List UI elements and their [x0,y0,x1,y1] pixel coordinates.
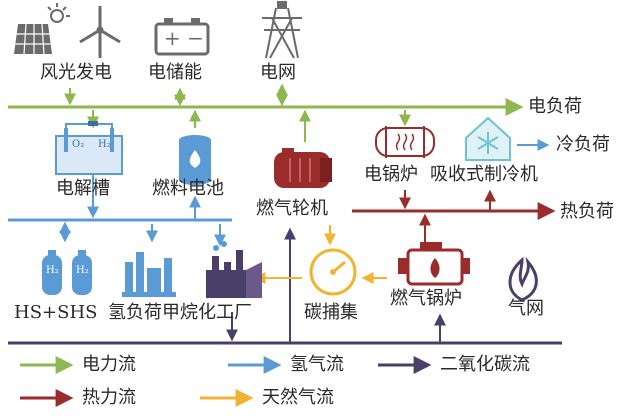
fuel-cell-label: 燃料电池 [152,178,224,199]
gas-turbine-label: 燃气轮机 [256,198,328,219]
electric-boiler-label: 电锅炉 [364,164,418,185]
electrolyzer-h2-label: H₂ [98,139,111,150]
flame-icon [508,256,538,302]
wind-turbine-icon [79,6,121,58]
battery-icon [154,18,210,56]
legend-lines [20,356,432,407]
legend-power-label: 电力流 [82,354,136,375]
cooling-load-label: 冷负荷 [556,134,610,155]
factory-icon [206,241,262,298]
tank-h2-label-1: H₂ [46,265,59,276]
gas-boiler-label: 燃气锅炉 [390,288,462,309]
battery-symbol: + − [164,26,204,50]
hydrogen-tanks-icon [42,250,92,295]
hydrogen-storage-label: HS+SHS [14,302,98,323]
transmission-tower-icon [262,1,302,59]
tank-h2-label-2: H₂ [76,265,89,276]
gauge-icon [309,248,357,296]
hydrogen-plant-icon [122,252,176,297]
electrolyzer-label: 电解槽 [56,178,110,199]
legend-heat-label: 热力流 [82,387,136,408]
snowflake-house-icon [465,116,511,161]
hydrogen-load-label: 氢负荷 [108,302,162,323]
fuel-cell-icon [179,135,211,185]
methanation-plant-label: 甲烷化工厂 [162,302,252,323]
absorption-chiller-label: 吸收式制冷机 [430,164,538,185]
legend-gas-label: 天然气流 [262,387,334,408]
electrolyzer-icon [55,121,123,175]
engine-icon [398,242,470,286]
sun-icon [47,3,70,23]
electrolyzer-o2-label: O₂ [72,139,85,150]
legend-co2-label: 二氧化碳流 [440,354,530,375]
heat-load-label: 热负荷 [560,201,614,222]
electric-load-label: 电负荷 [528,96,582,117]
storage-label: 电储能 [148,62,202,83]
gas-network-label: 气网 [508,298,544,319]
grid-label: 电网 [260,62,296,83]
legend-hydrogen-label: 氢气流 [290,354,344,375]
solar-panel-icon [14,23,52,55]
wind-solar-label: 风光发电 [40,62,112,83]
carbon-capture-label: 碳捕集 [304,302,358,323]
electric-boiler-icon [375,126,435,158]
gas-turbine-icon [274,148,332,188]
